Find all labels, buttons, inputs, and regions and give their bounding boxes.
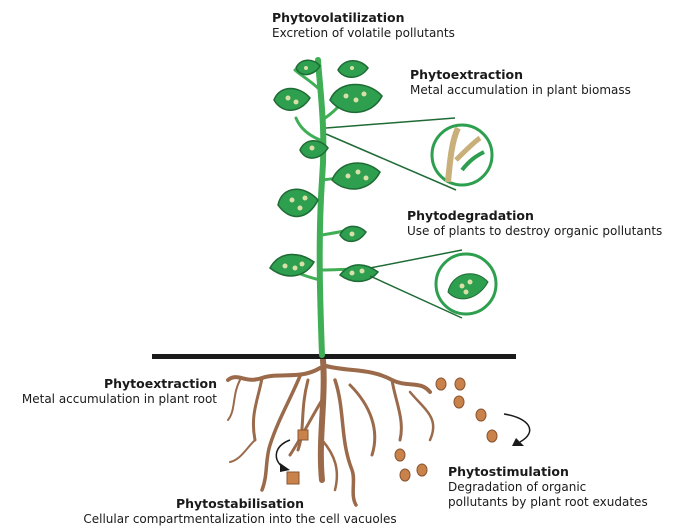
exudate-dot: [475, 408, 487, 422]
root-branch: [333, 378, 358, 507]
root-branch: [296, 378, 310, 452]
root-cell-square: [297, 429, 309, 441]
leaf: [295, 59, 321, 76]
main-root: [317, 357, 327, 483]
label-phytovolatilization: Phytovolatilization Excretion of volatil…: [272, 10, 455, 41]
title: Phytovolatilization: [272, 10, 405, 25]
title: Phytoextraction: [410, 67, 524, 82]
leaf: [338, 264, 380, 283]
soil-surface-line: [152, 354, 516, 359]
description-line-1: Degradation of organic: [448, 480, 587, 494]
description: Cellular compartmentalization into the c…: [83, 512, 397, 526]
leaf: [277, 188, 319, 218]
label-phytostimulation: Phytostimulation Degradation of organic …: [448, 464, 648, 510]
exudate-dot: [435, 377, 447, 391]
root-branch: [227, 379, 241, 421]
root-branch: [288, 398, 324, 457]
label-phytoextraction-shoot: Phytoextraction Metal accumulation in pl…: [410, 67, 631, 98]
label-phytodegradation: Phytodegradation Use of plants to destro…: [407, 208, 662, 239]
root-branch: [251, 376, 264, 442]
title: Phytodegradation: [407, 208, 534, 223]
root-exudates: [394, 377, 498, 482]
arrow-head-icon: [280, 463, 290, 472]
leaf-magnifier: [369, 249, 498, 319]
root-branch: [324, 364, 432, 394]
root-system: [226, 357, 435, 507]
exudate-dot: [394, 448, 406, 462]
arrow-head-icon: [512, 438, 524, 446]
leaf-spots: [282, 66, 369, 276]
label-phytoextraction-root: Phytoextraction Metal accumulation in pl…: [2, 376, 217, 407]
root-branch: [229, 439, 256, 463]
description-line-2: pollutants by plant root exudates: [448, 495, 648, 509]
description: Metal accumulation in plant root: [21, 392, 217, 406]
root-branch: [320, 438, 339, 492]
leaf: [273, 87, 311, 111]
leaf: [269, 253, 315, 277]
root-branch: [226, 366, 322, 382]
root-branch: [260, 374, 302, 492]
vacuole-square-icon: [286, 471, 300, 485]
label-phytostabilisation: Phytostabilisation Cellular compartmenta…: [40, 496, 440, 527]
description: Metal accumulation in plant biomass: [410, 83, 631, 97]
exudate-dot: [454, 377, 466, 391]
title: Phytostimulation: [448, 464, 569, 479]
root-branch: [348, 383, 377, 457]
root-branch: [408, 390, 435, 442]
description: Use of plants to destroy organic polluta…: [407, 224, 663, 238]
exudate-dot: [399, 468, 411, 482]
exudate-dot: [416, 463, 428, 477]
description: Excretion of volatile pollutants: [272, 26, 455, 40]
exudate-dot: [453, 395, 465, 409]
stem-magnifier: [325, 117, 494, 191]
title: Phytoextraction: [103, 376, 217, 391]
curved-arrow-icon: [503, 413, 531, 443]
title: Phytostabilisation: [175, 496, 305, 511]
leaf: [331, 162, 381, 190]
exudate-dot: [486, 429, 498, 443]
curved-arrow-icon: [275, 439, 291, 469]
root-branch: [390, 378, 403, 442]
